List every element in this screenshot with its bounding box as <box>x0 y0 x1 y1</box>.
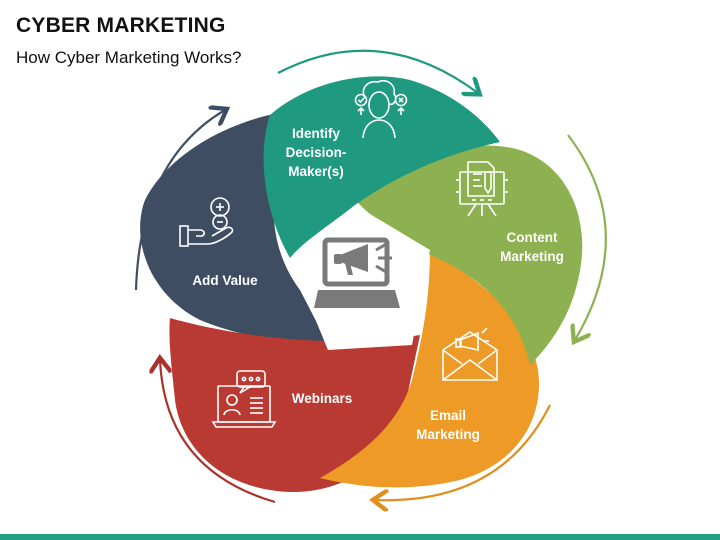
arrow-teal <box>277 49 478 93</box>
decision-maker-icon <box>354 79 408 139</box>
content-board-icon <box>456 161 508 217</box>
page-subtitle: How Cyber Marketing Works? <box>16 48 242 67</box>
arrow-green <box>567 134 607 340</box>
step-label-email-marketing: Email Marketing <box>416 408 480 442</box>
petal-content-marketing <box>355 145 583 365</box>
arrow-red <box>160 360 276 504</box>
step-label-identify: Identify Decision- Maker(s) <box>285 126 347 179</box>
page-title: CYBER MARKETING <box>16 14 226 37</box>
petal-add-value <box>140 110 330 348</box>
hand-plus-minus-icon <box>179 197 234 247</box>
step-label-webinars: Webinars <box>291 391 353 406</box>
petal-email-marketing <box>320 250 540 488</box>
arrow-orange <box>375 404 551 500</box>
email-megaphone-icon <box>442 327 498 381</box>
petal-identify-decision-makers <box>263 76 500 258</box>
step-label-add-value: Add Value <box>192 273 258 288</box>
step-label-content-marketing: Content Marketing <box>500 230 564 264</box>
petal-webinars <box>169 318 420 492</box>
webinar-laptop-icon <box>211 370 277 428</box>
laptop-megaphone-icon <box>314 237 400 308</box>
bottom-accent-bar <box>0 534 720 540</box>
